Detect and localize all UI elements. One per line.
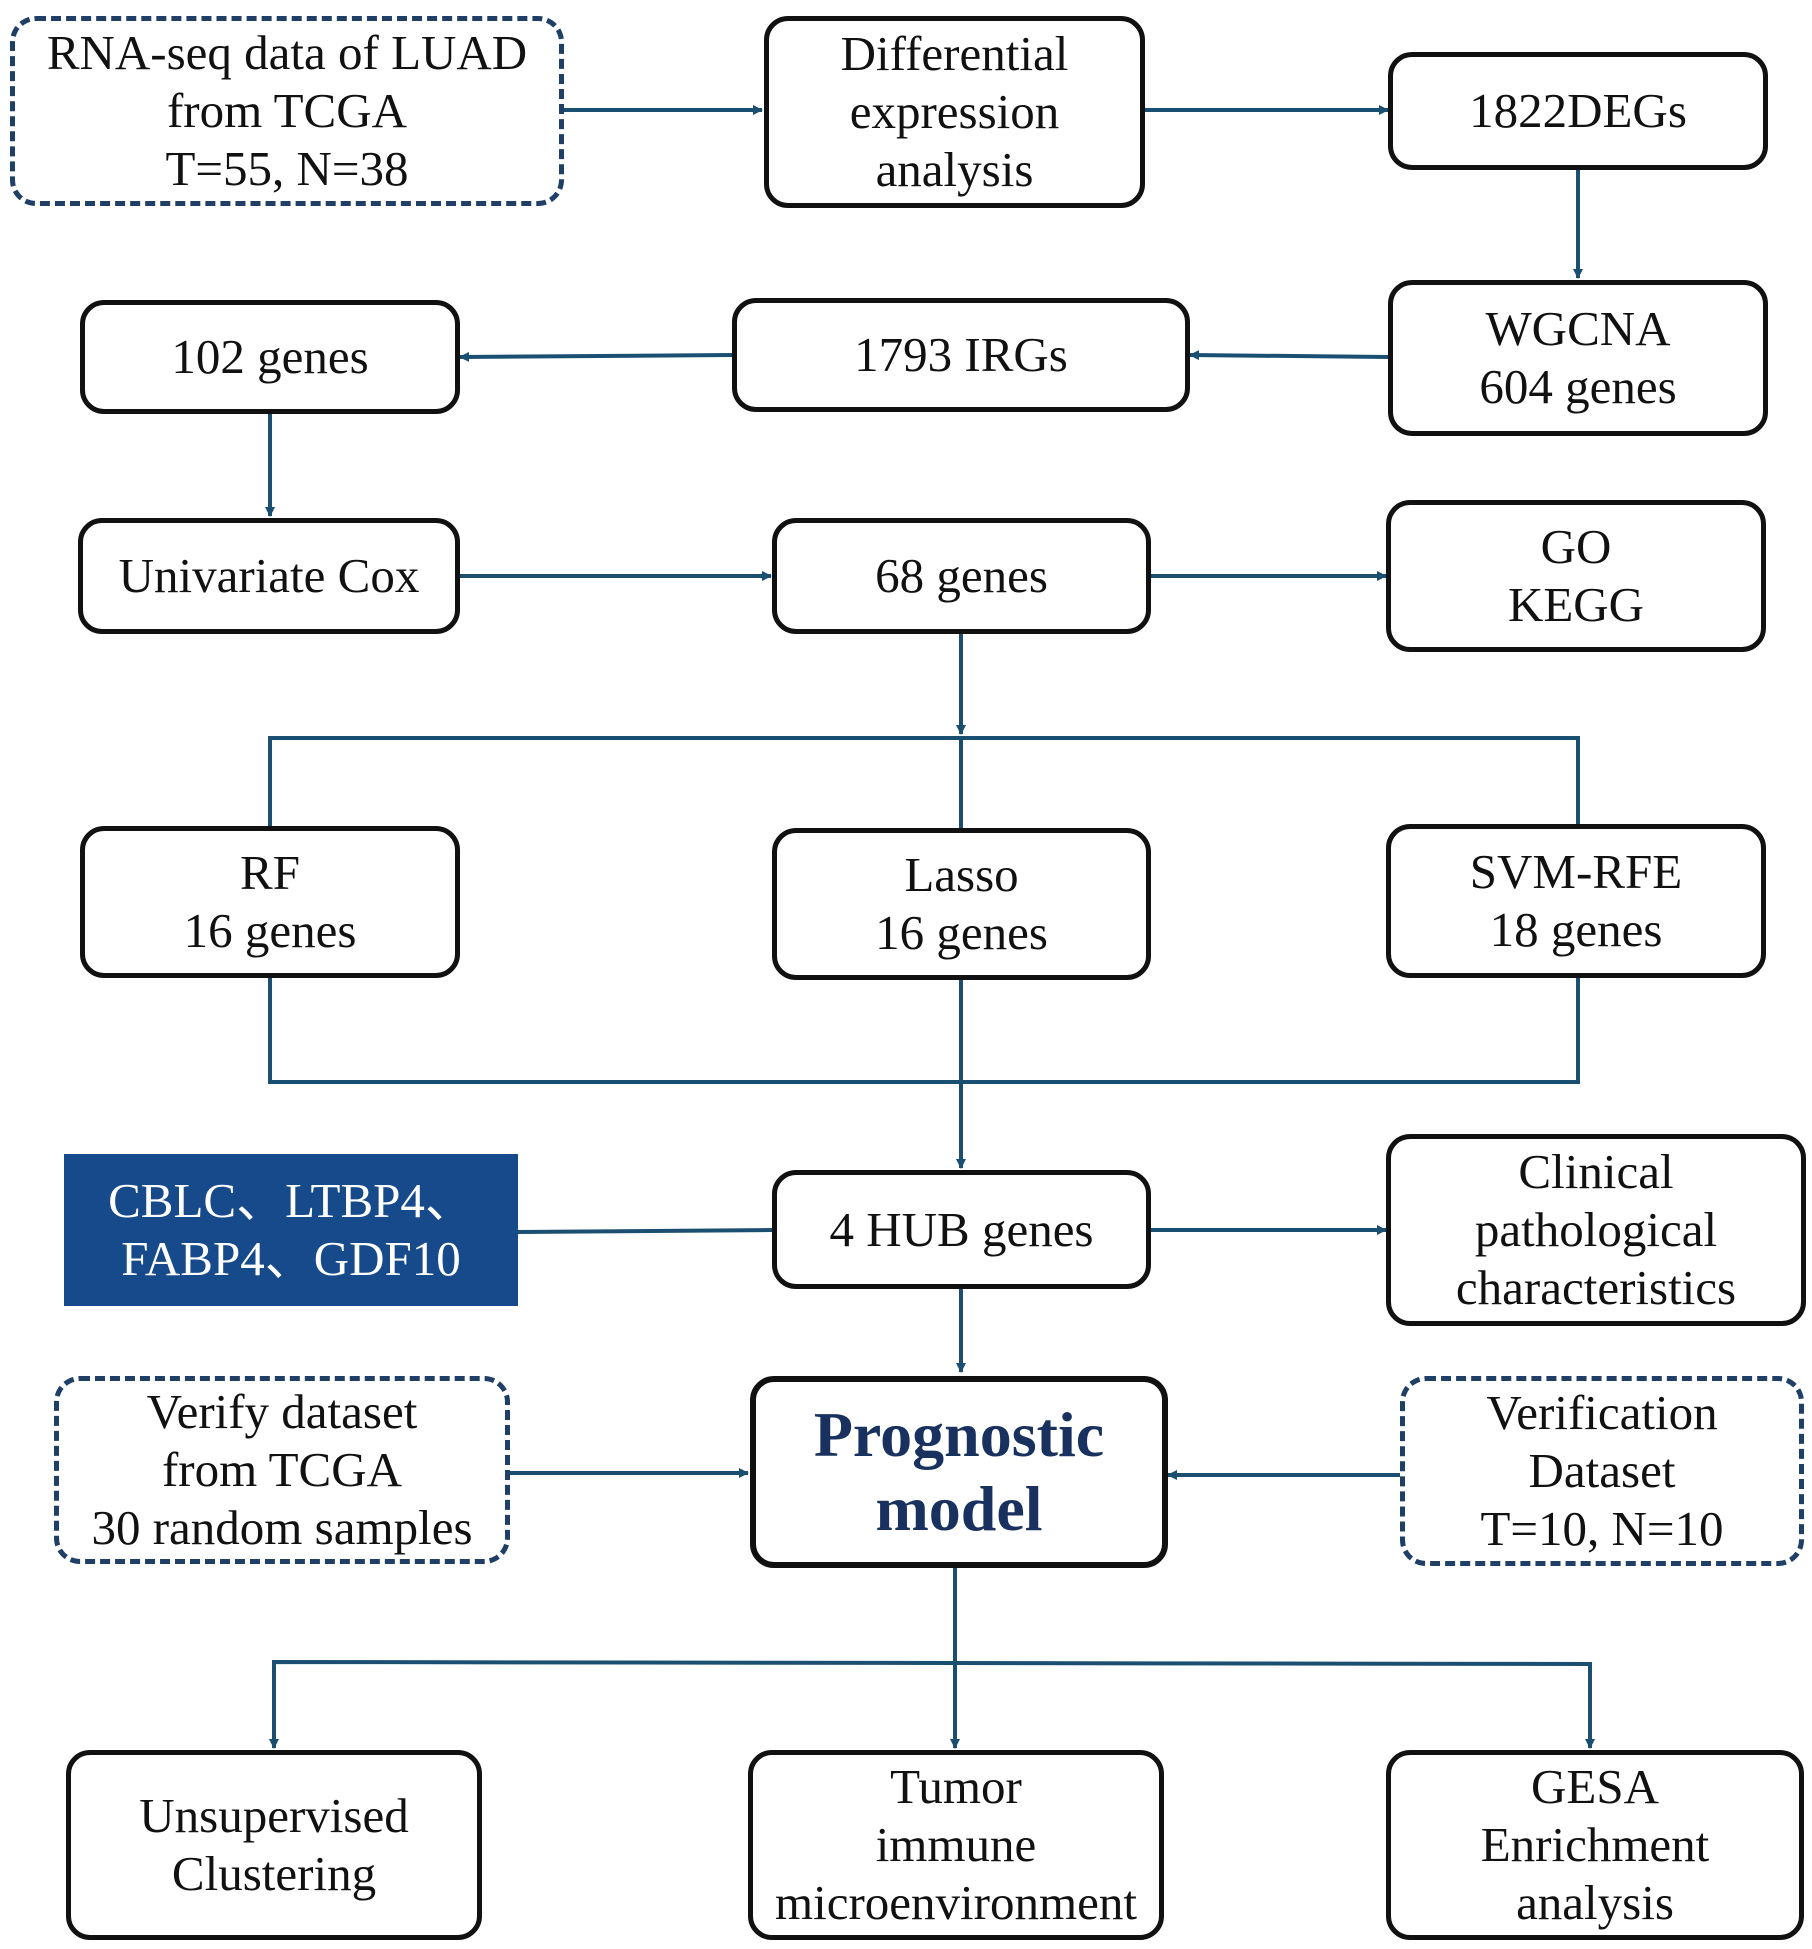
clustering-line-2: Clustering	[171, 1846, 377, 1901]
svm-rfe-text: SVM-RFE 18 genes	[1470, 843, 1682, 959]
gesa-line-2: Enrichment	[1480, 1817, 1710, 1872]
prognostic-line-2: model	[875, 1473, 1043, 1544]
degs-box: 1822DEGs	[1388, 52, 1768, 170]
irgs-text: 1793 IRGs	[854, 326, 1068, 384]
lasso-line-2: 16 genes	[875, 905, 1048, 960]
verifydata-line-2: Dataset	[1528, 1443, 1676, 1498]
rnaseq-line-2: from TCGA	[166, 83, 407, 138]
edge-irgs-genes102	[459, 351, 733, 362]
genes68-line-1: 68 genes	[875, 548, 1048, 603]
unicox-line-1: Univariate Cox	[118, 548, 420, 603]
genes-102-box: 102 genes	[80, 300, 460, 414]
edge-hubnames-hub4	[517, 1228, 773, 1234]
rf-box: RF 16 genes	[80, 826, 460, 978]
tumor-line-1: Tumor	[890, 1759, 1022, 1814]
clustering-line-1: Unsupervised	[139, 1788, 409, 1843]
gokegg-line-2: KEGG	[1507, 577, 1645, 632]
irgs-line-1: 1793 IRGs	[854, 327, 1068, 382]
svmrfe-line-1: SVM-RFE	[1469, 844, 1683, 899]
rnaseq-line-3: T=55, N=38	[165, 141, 409, 196]
hub-gene-names-box: CBLC、LTBP4、 FABP4、GDF10	[64, 1154, 518, 1306]
svmrfe-line-2: 18 genes	[1489, 902, 1663, 957]
verifydata-line-1: Verification	[1486, 1385, 1718, 1440]
diffexp-line-2: expression	[849, 84, 1060, 139]
prognostic-model-text: Prognostic model	[814, 1398, 1104, 1546]
gesa-line-1: GESA	[1531, 1759, 1659, 1814]
verification-dataset-box: Verification Dataset T=10, N=10	[1400, 1376, 1804, 1566]
unsupervised-clustering-box: Unsupervised Clustering	[66, 1750, 482, 1940]
gesa-line-3: analysis	[1516, 1875, 1674, 1930]
irgs-box: 1793 IRGs	[732, 298, 1190, 412]
verifytcga-line-3: 30 random samples	[91, 1500, 473, 1555]
lasso-box: Lasso 16 genes	[772, 828, 1151, 980]
verify-tcga-box: Verify dataset from TCGA 30 random sampl…	[54, 1376, 510, 1564]
verification-dataset-text: Verification Dataset T=10, N=10	[1480, 1384, 1723, 1558]
hub-gene-names-text: CBLC、LTBP4、 FABP4、GDF10	[108, 1172, 474, 1288]
gesa-enrichment-text: GESA Enrichment analysis	[1481, 1758, 1710, 1932]
differential-expression-box: Differential expression analysis	[764, 16, 1145, 208]
edge-bottom-bar	[272, 1659, 1592, 1748]
wgcna-box: WGCNA 604 genes	[1388, 280, 1768, 436]
clinical-box: Clinical pathological characteristics	[1386, 1134, 1806, 1326]
hub-genes-box: 4 HUB genes	[772, 1170, 1151, 1289]
tumor-immune-box: Tumor immune microenvironment	[748, 1750, 1164, 1940]
genes-102-text: 102 genes	[171, 328, 368, 386]
rnaseq-line-1: RNA-seq data of LUAD	[46, 25, 528, 80]
verifydata-line-3: T=10, N=10	[1480, 1501, 1724, 1556]
clinical-line-3: characteristics	[1455, 1260, 1737, 1315]
prognostic-model-box: Prognostic model	[750, 1376, 1168, 1568]
gokegg-line-1: GO	[1540, 519, 1612, 574]
svm-rfe-box: SVM-RFE 18 genes	[1386, 824, 1766, 978]
differential-expression-text: Differential expression analysis	[841, 25, 1069, 199]
go-kegg-text: GO KEGG	[1508, 518, 1644, 634]
unsupervised-clustering-text: Unsupervised Clustering	[139, 1787, 408, 1903]
genes-68-text: 68 genes	[875, 547, 1048, 605]
lasso-text: Lasso 16 genes	[875, 846, 1048, 962]
genes-68-box: 68 genes	[772, 518, 1151, 634]
prognostic-line-1: Prognostic	[813, 1399, 1105, 1470]
edge-merge-bar	[268, 978, 1580, 1084]
clinical-text: Clinical pathological characteristics	[1456, 1143, 1736, 1317]
verify-tcga-text: Verify dataset from TCGA 30 random sampl…	[91, 1383, 472, 1557]
wgcna-text: WGCNA 604 genes	[1479, 300, 1676, 416]
rnaseq-data-box: RNA-seq data of LUAD from TCGA T=55, N=3…	[10, 16, 564, 206]
edge-wgcna-irgs	[1189, 350, 1389, 361]
rnaseq-data-text: RNA-seq data of LUAD from TCGA T=55, N=3…	[47, 24, 527, 198]
hubnames-line-2: FABP4、GDF10	[121, 1231, 461, 1286]
go-kegg-box: GO KEGG	[1386, 500, 1766, 652]
clinical-line-2: pathological	[1474, 1202, 1718, 1257]
rf-line-1: RF	[240, 845, 300, 900]
univariate-cox-box: Univariate Cox	[78, 518, 460, 634]
diffexp-line-3: analysis	[875, 142, 1034, 197]
univariate-cox-text: Univariate Cox	[119, 547, 420, 605]
wgcna-line-1: WGCNA	[1485, 301, 1671, 356]
tumor-line-2: immune	[875, 1817, 1037, 1872]
hubnames-line-1: CBLC、LTBP4、	[108, 1173, 474, 1228]
hub4-line-1: 4 HUB genes	[829, 1201, 1094, 1257]
lasso-line-1: Lasso	[904, 847, 1019, 902]
rf-line-2: 16 genes	[183, 903, 357, 958]
degs-text: 1822DEGs	[1469, 82, 1687, 140]
edge-split-bar	[268, 736, 1580, 826]
diffexp-line-1: Differential	[840, 26, 1069, 81]
verifytcga-line-2: from TCGA	[161, 1442, 402, 1497]
hub-genes-text: 4 HUB genes	[829, 1201, 1093, 1259]
clinical-line-1: Clinical	[1518, 1144, 1674, 1199]
gesa-enrichment-box: GESA Enrichment analysis	[1386, 1750, 1804, 1940]
verifytcga-line-1: Verify dataset	[146, 1384, 418, 1439]
degs-line-1: 1822DEGs	[1469, 83, 1687, 138]
tumor-immune-text: Tumor immune microenvironment	[775, 1758, 1137, 1932]
rf-text: RF 16 genes	[184, 844, 357, 960]
genes102-line-1: 102 genes	[171, 329, 369, 384]
wgcna-line-2: 604 genes	[1479, 359, 1677, 414]
tumor-line-3: microenvironment	[775, 1875, 1137, 1930]
